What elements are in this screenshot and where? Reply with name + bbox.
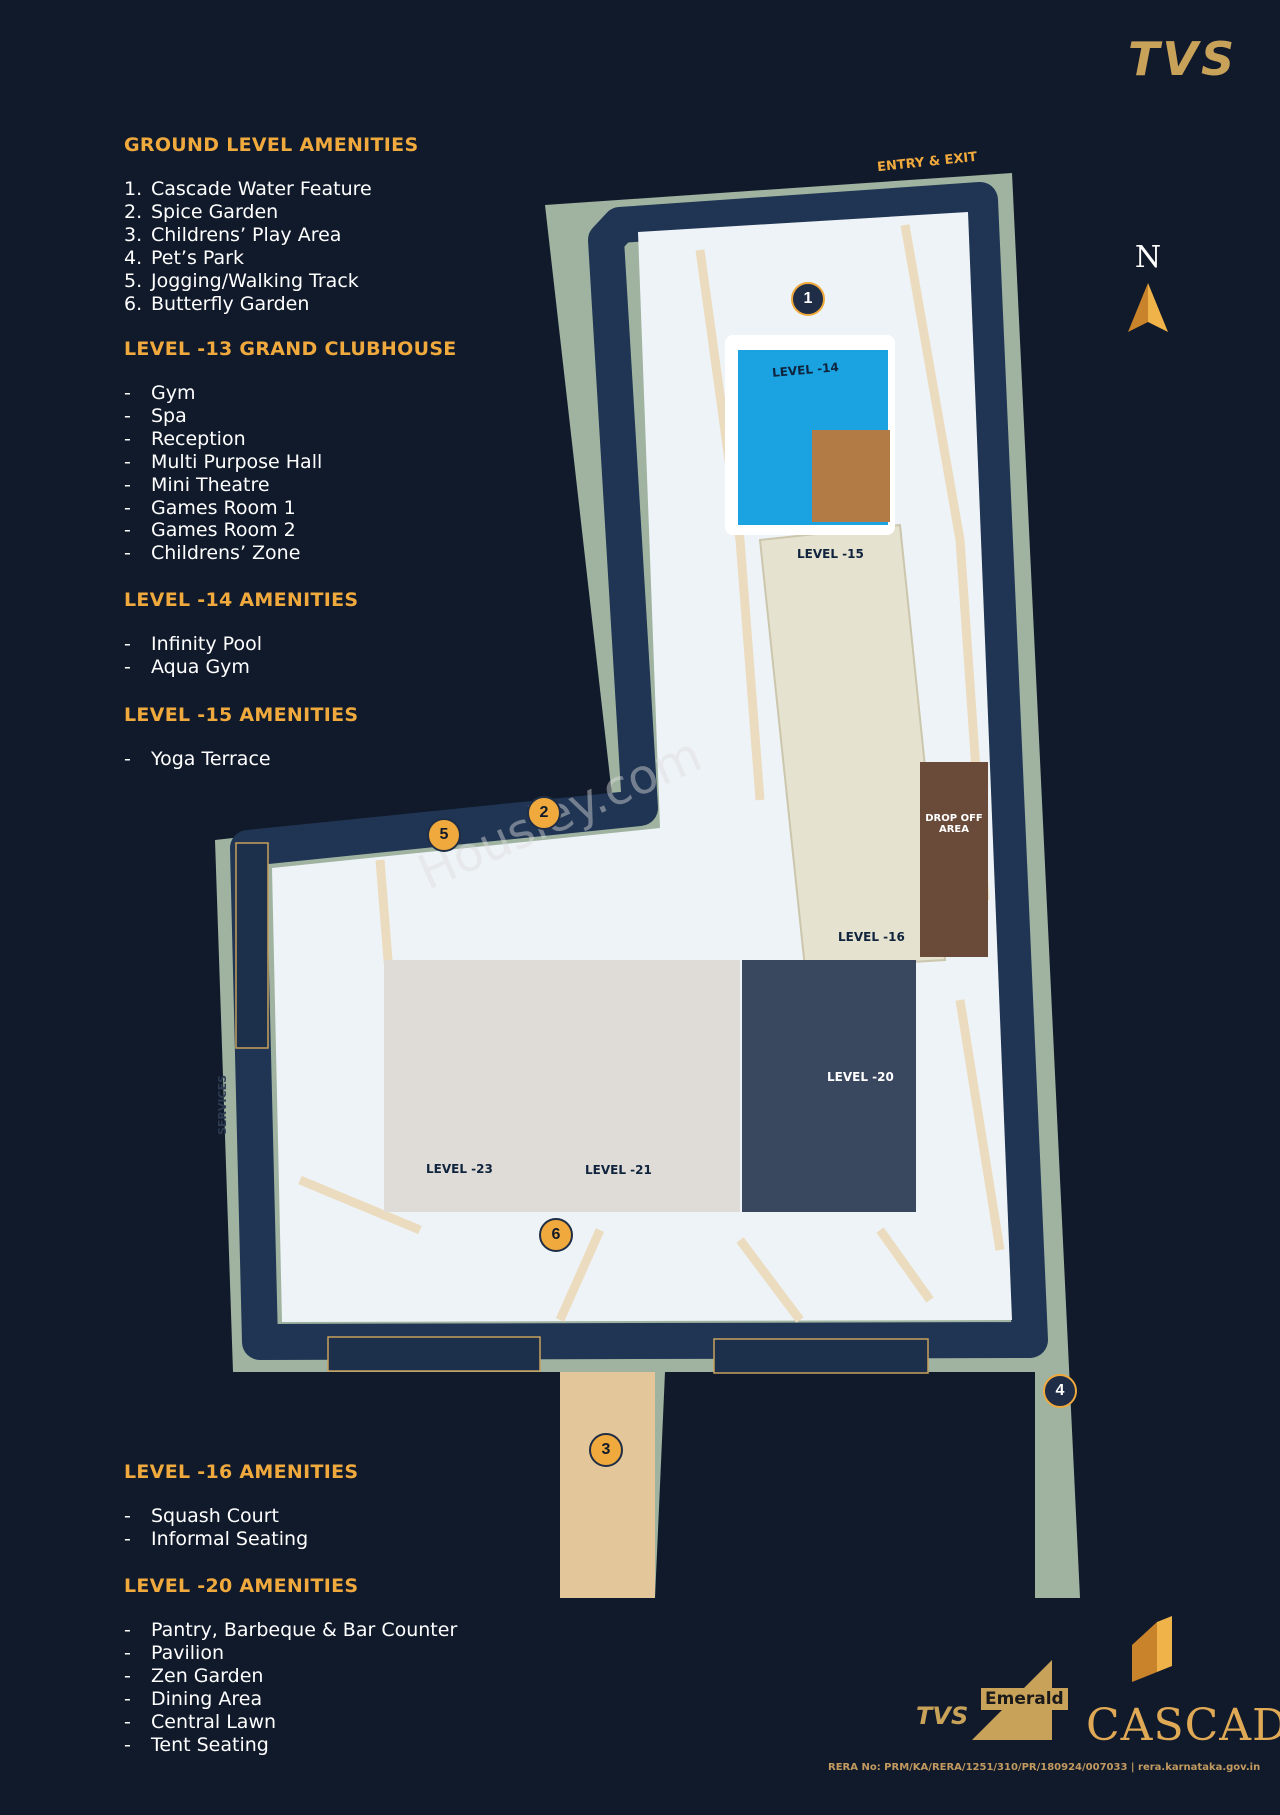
list-item: -Yoga Terrace xyxy=(124,748,271,770)
section-title: LEVEL -20 AMENITIES xyxy=(124,1575,359,1597)
list-item: -Mini Theatre xyxy=(124,473,270,496)
services-label: SERVICES xyxy=(216,1074,229,1135)
clubhouse-towers xyxy=(384,523,947,1212)
list-item: -Multi Purpose Hall xyxy=(124,450,323,473)
compass-arrow-icon xyxy=(1128,283,1168,332)
list-item: -Central Lawn xyxy=(124,1710,277,1733)
level-13-clubhouse: LEVEL -13 GRAND CLUBHOUSE -Gym -Spa -Rec… xyxy=(124,338,457,565)
compass: N xyxy=(1122,240,1174,275)
play-area xyxy=(560,1372,655,1598)
list-item: -Spa xyxy=(124,404,187,427)
rera-footer: RERA No: PRM/KA/RERA/1251/310/PR/180924/… xyxy=(828,1762,1261,1773)
level-21-label: LEVEL -21 xyxy=(585,1163,652,1177)
list-item: -Pantry, Barbeque & Bar Counter xyxy=(124,1619,458,1641)
amenity-list: -Infinity Pool -Aqua Gym xyxy=(124,633,358,679)
marker-4: 4 xyxy=(1043,1374,1077,1408)
list-item: -Games Room 1 xyxy=(124,496,296,519)
list-item: -Aqua Gym xyxy=(124,655,250,678)
marker-1: 1 xyxy=(791,282,825,316)
list-item: -Childrens’ Zone xyxy=(124,542,301,565)
level-16-amenities: LEVEL -16 AMENITIES -Squash Court -Infor… xyxy=(124,1461,358,1551)
amenity-list: -Gym -Spa -Reception -Multi Purpose Hall… xyxy=(124,382,457,565)
list-item: -Gym xyxy=(124,382,196,404)
tvs-emerald-logo-tvs: TVS xyxy=(916,1702,969,1730)
list-item: -Games Room 2 xyxy=(124,519,296,542)
marker-6: 6 xyxy=(539,1218,573,1252)
list-item: -Zen Garden xyxy=(124,1664,264,1687)
list-item: 2.Spice Garden xyxy=(124,200,279,223)
level-14-amenities: LEVEL -14 AMENITIES -Infinity Pool -Aqua… xyxy=(124,589,358,679)
parking-bays xyxy=(235,842,929,1374)
marker-2: 2 xyxy=(527,796,561,830)
list-item: -Informal Seating xyxy=(124,1527,309,1550)
cascadia-logo: CASCADIA xyxy=(1086,1700,1280,1751)
list-item: 5.Jogging/Walking Track xyxy=(124,269,359,292)
section-title: LEVEL -13 GRAND CLUBHOUSE xyxy=(124,338,457,360)
list-item: 6.Butterfly Garden xyxy=(124,292,310,315)
list-item: 3.Childrens’ Play Area xyxy=(124,223,342,246)
list-item: -Pavilion xyxy=(124,1641,224,1664)
level-16-label: LEVEL -16 xyxy=(838,930,905,944)
list-item: -Reception xyxy=(124,427,246,450)
tvs-logo: TVS xyxy=(1128,32,1238,86)
section-title: LEVEL -15 AMENITIES xyxy=(124,704,359,726)
pool xyxy=(725,335,895,535)
amenity-list: -Squash Court -Informal Seating xyxy=(124,1505,358,1551)
ground-level-amenities: GROUND LEVEL AMENITIES 1.Cascade Water F… xyxy=(124,134,418,315)
list-item: 1.Cascade Water Feature xyxy=(124,178,372,200)
level-15-label: LEVEL -15 xyxy=(797,547,864,561)
list-item: -Infinity Pool xyxy=(124,633,262,655)
cascadia-logo-mark xyxy=(1132,1616,1172,1682)
list-item: -Squash Court xyxy=(124,1505,279,1527)
list-item: -Tent Seating xyxy=(124,1733,269,1756)
level-20-amenities: LEVEL -20 AMENITIES -Pantry, Barbeque & … xyxy=(124,1575,457,1756)
level-23-label: LEVEL -23 xyxy=(426,1162,493,1176)
amenity-list: 1.Cascade Water Feature 2.Spice Garden 3… xyxy=(124,178,418,315)
north-label: N xyxy=(1134,240,1162,275)
list-item: -Dining Area xyxy=(124,1687,263,1710)
marker-3: 3 xyxy=(589,1433,623,1467)
list-item: 4.Pet’s Park xyxy=(124,246,244,269)
amenity-list: -Pantry, Barbeque & Bar Counter -Pavilio… xyxy=(124,1619,457,1756)
section-title: LEVEL -16 AMENITIES xyxy=(124,1461,359,1483)
amenity-list: -Yoga Terrace xyxy=(124,748,358,771)
section-title: GROUND LEVEL AMENITIES xyxy=(124,134,419,156)
level-15-amenities: LEVEL -15 AMENITIES -Yoga Terrace xyxy=(124,704,358,771)
drop-off-zone xyxy=(920,762,988,957)
marker-5: 5 xyxy=(427,818,461,852)
section-title: LEVEL -14 AMENITIES xyxy=(124,589,359,611)
road-loop xyxy=(230,182,1048,1360)
level-20-label: LEVEL -20 xyxy=(827,1070,894,1084)
tvs-emerald-logo-word: Emerald xyxy=(981,1688,1068,1710)
